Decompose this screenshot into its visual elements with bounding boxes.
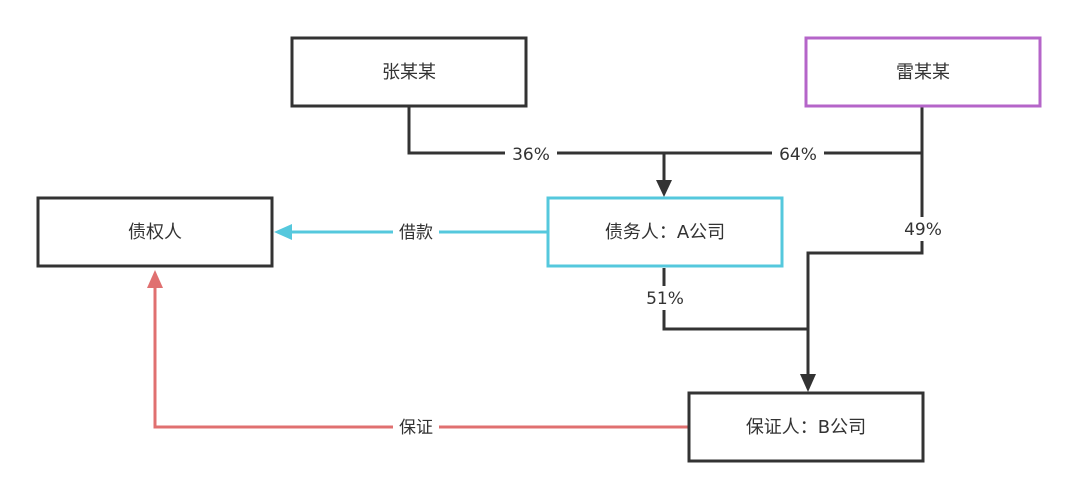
node-guarantor[interactable]: 保证人：B公司 [687,391,925,463]
node-creditor[interactable]: 债权人 [36,196,274,268]
arrowhead-to-debtor [656,180,672,197]
node-guarantor-label: 保证人：B公司 [746,417,866,438]
edge-label-lei-to-b-pct: 49% [904,220,942,240]
edge-label-lei-pct: 64% [779,145,817,165]
edge-zhang-to-junction [407,106,664,155]
node-lei[interactable]: 雷某某 [804,36,1042,108]
node-zhang-label: 张某某 [382,62,436,83]
edge-label-loan: 借款 [399,223,433,243]
edge-guarantee [153,288,689,429]
arrowhead-to-guarantor [800,374,816,392]
edge-label-zhang-pct: 36% [512,145,550,165]
node-zhang[interactable]: 张某某 [290,36,528,108]
node-debtor[interactable]: 债务人：A公司 [546,196,784,268]
node-creditor-label: 债权人 [128,222,182,243]
edge-label-guarantee: 保证 [399,418,433,438]
arrowhead-guarantee [147,270,163,288]
node-lei-label: 雷某某 [896,62,950,83]
node-debtor-label: 债务人：A公司 [605,222,725,243]
edge-lei-to-guarantor [806,153,924,376]
arrowhead-loan [274,224,292,240]
edge-label-a-to-b-pct: 51% [646,289,684,309]
